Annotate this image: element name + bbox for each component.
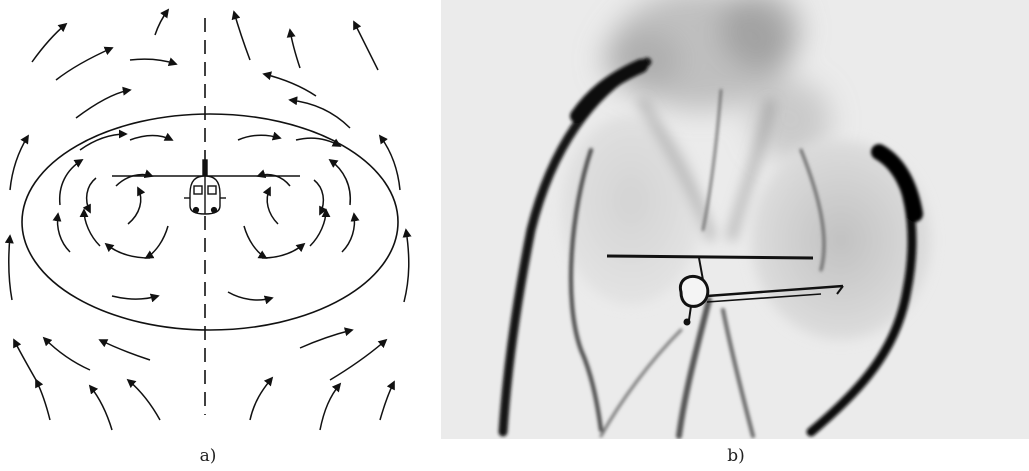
vortex-ring-diagram bbox=[0, 0, 420, 440]
panel-b-smoke-photo bbox=[441, 0, 1029, 439]
helicopter-front-view bbox=[184, 160, 226, 214]
inner-vortex-streamlines bbox=[58, 134, 355, 300]
rotor-blade-line bbox=[607, 256, 813, 258]
panel-a-schematic bbox=[0, 0, 420, 440]
panel-a-caption: a) bbox=[178, 446, 238, 466]
smoke-visualization-image bbox=[441, 0, 1029, 439]
vortex-boundary-ellipse bbox=[22, 114, 398, 330]
panel-b-caption: b) bbox=[706, 446, 766, 466]
outer-streamlines-bottom bbox=[14, 330, 394, 430]
outer-streamlines-sides bbox=[9, 136, 409, 302]
